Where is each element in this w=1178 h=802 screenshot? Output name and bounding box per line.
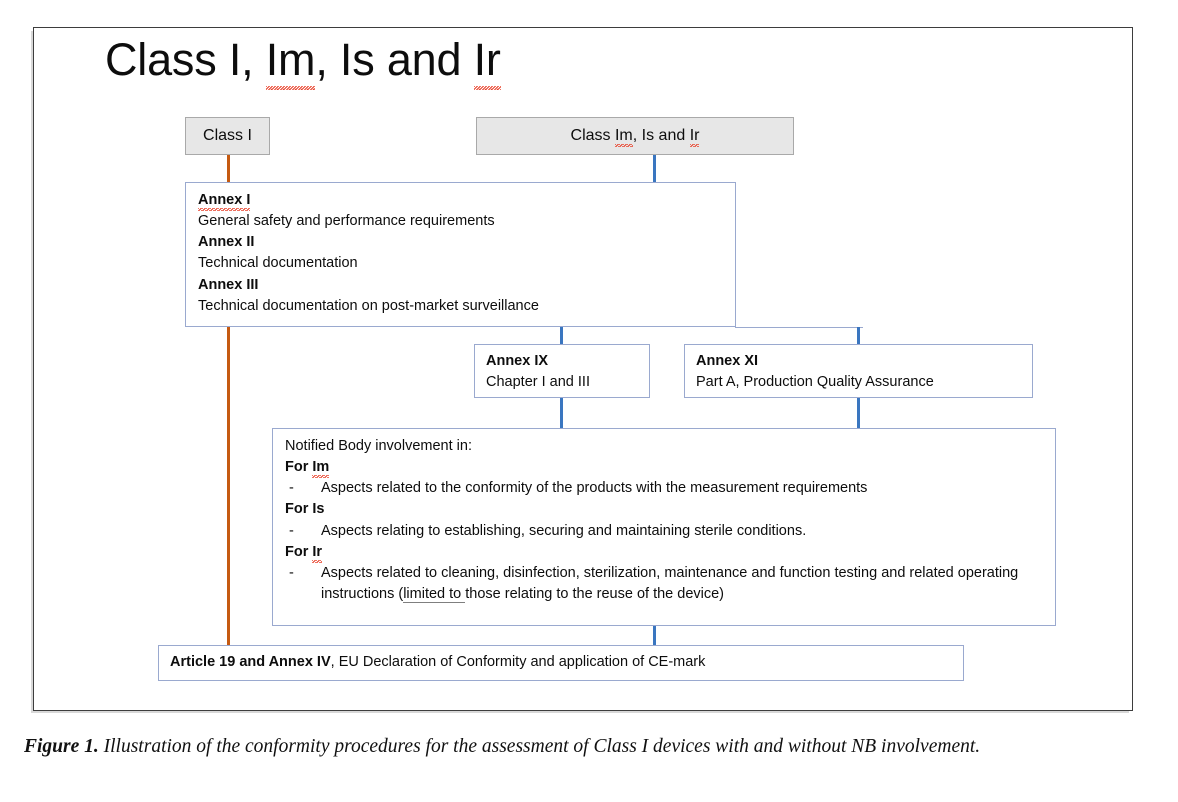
node-class-i-label: Class I: [203, 127, 252, 145]
node-class-im-is-ir: Class Im, Is and Ir: [476, 117, 794, 155]
diagram-title-part-1: Class I,: [105, 34, 266, 85]
diagram-title: Class I, Im, Is and Ir: [105, 34, 501, 90]
bullet-text: Aspects relating to establishing, securi…: [321, 522, 807, 539]
node-annexes: Annex I General safety and performance r…: [185, 182, 736, 327]
connector-annex-ix-to-notified-body: [560, 398, 563, 428]
connector-annex-xi-to-notified-body: [857, 398, 860, 428]
notified-body-group-heading-ir: For Ir: [285, 542, 1043, 563]
figure-caption: Figure 1. Illustration of the conformity…: [24, 733, 1152, 761]
notified-body-bullet-is-1: - Aspects relating to establishing, secu…: [285, 521, 1043, 542]
node-annex-xi: Annex XI Part A, Production Quality Assu…: [684, 344, 1033, 398]
bullet-text-underlined: limited to: [403, 586, 466, 604]
node-annex-ix: Annex IX Chapter I and III: [474, 344, 650, 398]
notified-body-group-heading-is: For Is: [285, 501, 325, 518]
node-article-19-content: Article 19 and Annex IV, EU Declaration …: [159, 652, 705, 673]
bullet-text-after: those relating to the reuse of the devic…: [465, 586, 725, 603]
label-prefix: Class: [570, 127, 615, 145]
node-class-im-is-ir-label: Class Im, Is and Ir: [570, 124, 700, 148]
node-annex-ix-body: Chapter I and III: [486, 374, 590, 391]
bullet-dash: -: [289, 564, 294, 581]
label-im: Im: [614, 127, 633, 148]
notified-body-bullet-ir-1: - Aspects related to cleaning, disinfect…: [285, 563, 1043, 605]
annex-row: Annex III Technical documentation on pos…: [198, 275, 725, 317]
notified-body-intro: Notified Body involvement in:: [285, 438, 472, 454]
bullet-dash: -: [289, 522, 294, 539]
connector-notified-body-to-article19: [653, 626, 656, 645]
notified-body-group-heading-im: For Im: [285, 457, 1043, 479]
node-annexes-content: Annex I General safety and performance r…: [186, 183, 735, 323]
figure-caption-label: Figure 1.: [24, 736, 99, 757]
annex-heading: Annex I: [198, 190, 725, 211]
bullet-text-before: Aspects related to cleaning, disinfectio…: [321, 564, 1019, 603]
annex-body: Technical documentation on post-market s…: [198, 297, 539, 314]
node-annex-xi-body: Part A, Production Quality Assurance: [696, 374, 934, 391]
annex-row: Annex II Technical documentation: [198, 232, 725, 274]
connector-class-imisir-to-annexes: [653, 155, 656, 182]
node-article-19: Article 19 and Annex IV, EU Declaration …: [158, 645, 964, 681]
node-class-i: Class I: [185, 117, 270, 155]
diagram-title-part-im: Im: [265, 34, 316, 90]
annex-heading: Annex II: [198, 234, 255, 251]
bullet-text: Aspects related to the conformity of the…: [321, 480, 868, 497]
connector-annexes-to-annex-xi: [857, 327, 860, 344]
annex-body: General safety and performance requireme…: [198, 213, 495, 230]
node-notified-body: Notified Body involvement in: For Im - A…: [272, 428, 1056, 626]
label-mid: , Is and: [632, 127, 690, 145]
annex-heading: Annex III: [198, 276, 259, 293]
connector-class-i-to-article19: [227, 155, 230, 645]
node-article-19-rest: , EU Declaration of Conformity and appli…: [330, 654, 706, 671]
notified-body-bullet-im-1: - Aspects related to the conformity of t…: [285, 478, 1043, 499]
node-article-19-bold: Article 19 and Annex IV: [170, 654, 331, 671]
label-ir: Ir: [689, 127, 700, 148]
diagram-title-part-ir: Ir: [473, 34, 501, 90]
node-notified-body-content: Notified Body involvement in: For Im - A…: [273, 429, 1055, 611]
bullet-text: Aspects related to cleaning, disinfectio…: [321, 563, 1043, 605]
node-annex-xi-heading: Annex XI: [696, 353, 759, 369]
connector-annexes-to-annex-ix: [560, 327, 563, 344]
node-annex-xi-content: Annex XI Part A, Production Quality Assu…: [685, 345, 1032, 399]
node-annex-ix-content: Annex IX Chapter I and III: [475, 345, 649, 399]
diagram-title-part-3: , Is and: [315, 34, 474, 85]
annex-body: Technical documentation: [198, 255, 358, 272]
bullet-dash: -: [289, 480, 294, 497]
annex-row: Annex I General safety and performance r…: [198, 190, 725, 232]
connector-rail-horizontal: [735, 327, 863, 328]
figure-caption-text: Illustration of the conformity procedure…: [98, 736, 981, 757]
node-annex-ix-heading: Annex IX: [486, 353, 549, 369]
